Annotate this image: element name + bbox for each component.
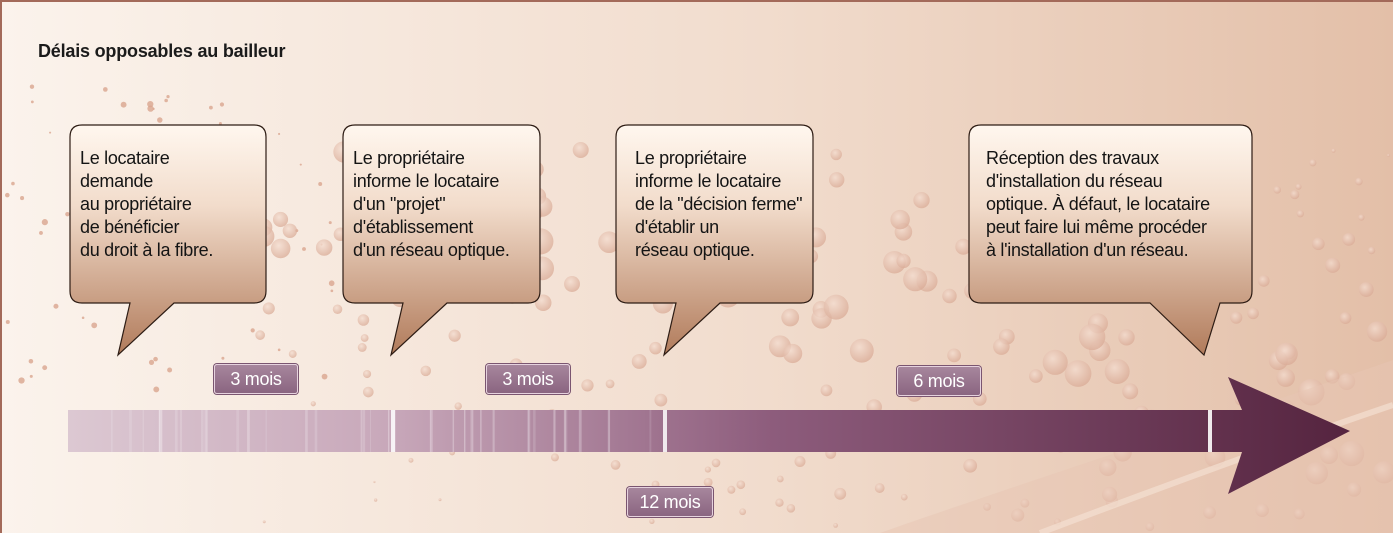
step-3-text: Le propriétaire informe le locataire de … xyxy=(635,148,803,260)
duration-badge-3: 6 mois xyxy=(897,366,981,396)
arrow-texture xyxy=(110,410,652,452)
step-4-text: Réception des travaux d'installation du … xyxy=(986,148,1210,260)
arrow-divider-2 xyxy=(663,410,667,452)
callout-bubble-4 xyxy=(968,124,1253,357)
timeline-arrow xyxy=(68,377,1350,494)
callout-bubble-3 xyxy=(615,124,814,357)
step-1-text: Le locataire demande au propriétaire de … xyxy=(80,148,214,260)
duration-badge-2: 3 mois xyxy=(486,364,570,394)
step-2-text: Le propriétaire informe le locataire d'u… xyxy=(353,148,510,260)
duration-badge-1: 3 mois xyxy=(214,364,298,394)
diagram-title: Délais opposables au bailleur xyxy=(38,41,286,61)
callout-bubble-1 xyxy=(69,124,267,357)
arrow-divider-1 xyxy=(391,410,395,452)
arrow-divider-3 xyxy=(1208,410,1212,452)
swirl-line xyxy=(1038,402,1393,533)
total-duration-badge: 12 mois xyxy=(627,487,713,517)
callout-bubble-2 xyxy=(342,124,541,357)
arrow-shape xyxy=(68,377,1350,494)
